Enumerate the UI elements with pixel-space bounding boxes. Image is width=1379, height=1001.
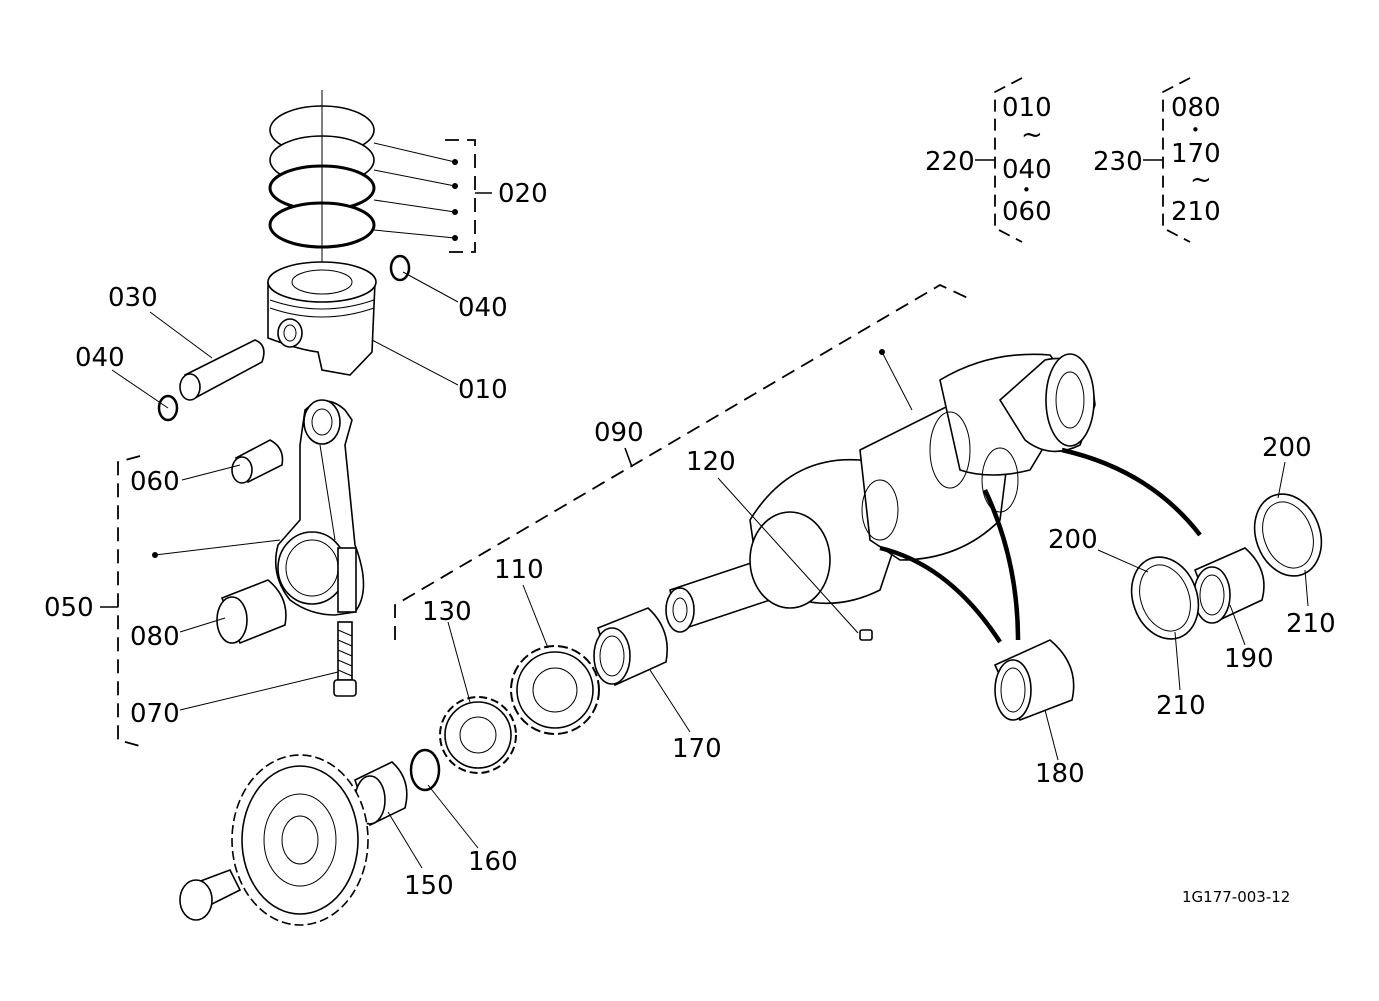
label-160: 160 <box>468 847 518 877</box>
bracket-090 <box>394 283 973 640</box>
label-190: 190 <box>1224 644 1274 674</box>
leader-210b <box>1304 569 1309 607</box>
leader-150 <box>387 811 423 869</box>
thrust-washer-200-right <box>1253 493 1323 577</box>
leader-070 <box>179 671 339 711</box>
leader-160 <box>427 784 479 849</box>
main-bearing-190 <box>1193 547 1265 624</box>
leader-040b <box>402 271 459 303</box>
label-010: 010 <box>458 375 508 405</box>
legend-230-sep-2: ~ <box>1190 165 1212 195</box>
assoc-line-180a <box>879 545 1002 644</box>
leader-190 <box>1229 604 1246 646</box>
gear-small <box>439 696 517 774</box>
legend-220-item-1: 010 <box>1002 93 1052 123</box>
bracket-020 <box>373 139 492 253</box>
legend-220-sep-1: ~ <box>1021 120 1043 150</box>
label-130: 130 <box>422 597 472 627</box>
leader-210a <box>1174 631 1181 691</box>
leader-170 <box>649 669 691 733</box>
label-150: 150 <box>404 871 454 901</box>
leader-060 <box>181 464 241 481</box>
leader-180 <box>1044 709 1059 761</box>
leader-110 <box>522 584 549 649</box>
legend-220-item-3: 060 <box>1002 197 1052 227</box>
legend-230-item-1: 080 <box>1171 93 1221 123</box>
label-020: 020 <box>498 179 548 209</box>
label-040-left: 040 <box>75 343 125 373</box>
main-bearing-180 <box>993 639 1075 722</box>
label-110: 110 <box>494 555 544 585</box>
legend-220: 220 010 ~ 040 • 060 <box>925 77 1052 243</box>
bracket-050 <box>100 455 281 747</box>
leader-030 <box>149 311 213 359</box>
leader-010 <box>371 339 459 386</box>
piston-rings <box>268 90 376 265</box>
assoc-line-180b <box>982 489 1021 641</box>
label-060: 060 <box>130 467 180 497</box>
leader-130 <box>447 621 471 703</box>
label-200-right: 200 <box>1262 433 1312 463</box>
label-070: 070 <box>130 699 180 729</box>
label-050: 050 <box>44 593 94 623</box>
circlip-left <box>157 394 179 422</box>
label-170: 170 <box>672 734 722 764</box>
legend-230: 230 080 • 170 ~ 210 <box>1093 77 1221 243</box>
front-bearing <box>593 607 668 687</box>
leader-040a <box>111 369 169 409</box>
drawing-id: 1G177-003-12 <box>1182 888 1290 906</box>
pulley-bolt <box>179 868 242 921</box>
piston-pin <box>179 339 265 401</box>
leader-200a <box>1097 549 1149 573</box>
oring <box>409 748 441 792</box>
label-200-left: 200 <box>1048 525 1098 555</box>
label-210-right: 210 <box>1286 609 1336 639</box>
connecting-rod <box>274 399 365 616</box>
legend-220-code: 220 <box>925 147 975 177</box>
piston <box>267 261 377 376</box>
legend-230-item-2: 170 <box>1171 139 1221 169</box>
leader-080 <box>179 617 226 633</box>
crankshaft <box>665 353 1096 641</box>
crank-pulley <box>231 754 369 926</box>
leader-200b <box>1277 461 1286 499</box>
circlip-right <box>389 254 411 282</box>
legend-230-sep-1: • <box>1191 121 1200 139</box>
legend-220-item-2: 040 <box>1002 155 1052 185</box>
label-180: 180 <box>1035 759 1085 789</box>
label-090: 090 <box>594 418 644 448</box>
small-end-bushing <box>231 439 284 484</box>
label-210-left: 210 <box>1156 691 1206 721</box>
legend-220-sep-2: • <box>1022 181 1031 199</box>
label-080: 080 <box>130 622 180 652</box>
label-030: 030 <box>108 283 158 313</box>
assoc-line-190 <box>1061 447 1202 537</box>
gear-large <box>510 645 600 735</box>
label-120: 120 <box>686 447 736 477</box>
leader-120 <box>717 477 859 634</box>
big-end-bearing <box>216 579 287 645</box>
thrust-washer-200-left <box>1130 556 1200 640</box>
legend-230-code: 230 <box>1093 147 1143 177</box>
legend-230-item-3: 210 <box>1171 197 1221 227</box>
label-040-right: 040 <box>458 293 508 323</box>
rod-bolt <box>333 621 357 697</box>
